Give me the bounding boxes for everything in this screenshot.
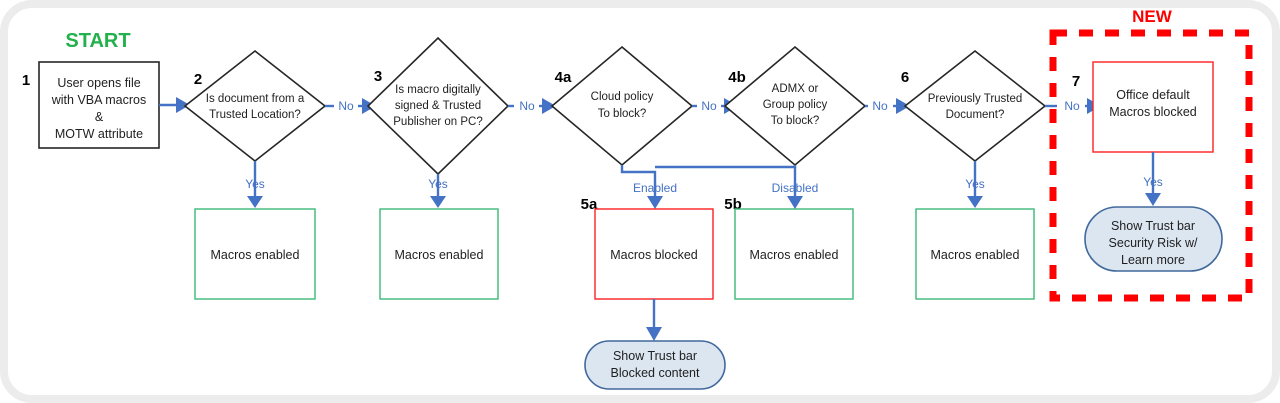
result-box-5a-label: Macros blocked xyxy=(610,248,698,262)
node-4a-line1: Cloud policy xyxy=(591,91,654,103)
edge-label-yes-7: Yes xyxy=(1143,175,1163,189)
node-4b-line2: Group policy xyxy=(763,99,828,111)
oval-blocked-rect xyxy=(584,340,726,390)
result-box-5b[interactable]: Macros enabled xyxy=(734,208,854,300)
node-4b-line3: To block? xyxy=(771,115,820,127)
node-3-line3: Publisher on PC? xyxy=(393,116,483,128)
step-number-4b: 4b xyxy=(728,69,746,86)
connector-4b-no-to-6: No xyxy=(865,98,910,114)
edge-label-no-2: No xyxy=(338,99,354,113)
connector-4a-enabled: Enabled xyxy=(620,165,677,209)
node-4b-decision[interactable]: ADMX or Group policy To block? xyxy=(723,45,867,167)
edge-label-disabled-4b: Disabled xyxy=(772,181,819,195)
node-3-decision[interactable]: Is macro digitally signed & Trusted Publ… xyxy=(366,36,510,176)
oval-blocked-line1: Show Trust bar xyxy=(613,349,697,363)
connector-1-to-2 xyxy=(159,97,190,113)
step-number-5a: 5a xyxy=(581,196,598,213)
oval-security-line2: Security Risk w/ xyxy=(1109,236,1198,250)
connector-3-yes: Yes xyxy=(428,174,448,208)
node-6-diamond xyxy=(903,49,1047,163)
connector-6-yes: Yes xyxy=(965,161,985,208)
result-box-6-rect xyxy=(915,208,1035,300)
edge-label-yes-2: Yes xyxy=(245,177,265,191)
node-3-line1: Is macro digitally xyxy=(395,84,481,96)
node-6-line1: Previously Trusted xyxy=(928,93,1023,105)
connector-5a-to-oval xyxy=(646,299,662,341)
step-number-2: 2 xyxy=(194,71,202,88)
oval-blocked-content[interactable]: Show Trust bar Blocked content xyxy=(584,340,726,390)
node-4a-diamond xyxy=(550,45,694,167)
node-4a-decision[interactable]: Cloud policy To block? xyxy=(550,45,694,167)
result-box-2[interactable]: Macros enabled xyxy=(194,208,316,300)
result-box-3-label: Macros enabled xyxy=(395,248,484,262)
edge-label-yes-6: Yes xyxy=(965,177,985,191)
edge-label-no-6: No xyxy=(1064,99,1080,113)
node-1-start-box[interactable]: User opens file with VBA macros & MOTW a… xyxy=(38,61,160,149)
result-box-5b-label: Macros enabled xyxy=(750,248,839,262)
result-box-5a[interactable]: Macros blocked xyxy=(594,208,714,300)
oval-security-line3: Learn more xyxy=(1121,253,1185,267)
step-number-1: 1 xyxy=(22,72,30,89)
node-3-line2: signed & Trusted xyxy=(395,100,481,112)
node-1-line4: MOTW attribute xyxy=(55,127,143,141)
connector-4b-disabled: Disabled xyxy=(655,165,818,209)
oval-blocked-line2: Blocked content xyxy=(611,366,700,380)
oval-security-line1: Show Trust bar xyxy=(1111,219,1195,233)
result-box-6[interactable]: Macros enabled xyxy=(915,208,1035,300)
result-box-2-label: Macros enabled xyxy=(211,248,300,262)
edge-label-yes-3: Yes xyxy=(428,177,448,191)
connector-2-yes: Yes xyxy=(245,161,265,208)
step-number-6: 6 xyxy=(901,69,909,86)
edge-label-enabled-4a: Enabled xyxy=(633,181,677,195)
node-2-line2: Trusted Location? xyxy=(209,109,301,121)
oval-security-rect xyxy=(1084,206,1223,272)
result-box-5a-rect xyxy=(594,208,714,300)
result-box-3[interactable]: Macros enabled xyxy=(379,208,499,300)
result-box-6-label: Macros enabled xyxy=(931,248,1020,262)
edge-label-no-4b: No xyxy=(872,99,888,113)
edge-label-no-3: No xyxy=(519,99,535,113)
node-1-line2: with VBA macros xyxy=(51,93,146,107)
step-number-3: 3 xyxy=(374,68,382,85)
node-6-decision[interactable]: Previously Trusted Document? xyxy=(903,49,1047,163)
node-1-line1: User opens file xyxy=(57,76,140,90)
result-box-5b-rect xyxy=(734,208,854,300)
start-label: START xyxy=(65,30,130,52)
result-box-2-rect xyxy=(194,208,316,300)
node-2-line1: Is document from a xyxy=(206,93,305,105)
node-4a-line2: To block? xyxy=(598,108,647,120)
node-7-line1: Office default xyxy=(1116,88,1190,102)
connector-7-yes: Yes xyxy=(1143,152,1163,206)
new-region-highlight xyxy=(1049,29,1253,302)
step-number-7: 7 xyxy=(1072,73,1080,90)
node-1-line3: & xyxy=(95,110,104,124)
node-4b-line1: ADMX or xyxy=(772,83,819,95)
node-2-decision[interactable]: Is document from a Trusted Location? xyxy=(183,49,327,163)
connector-3-no-to-4a: No xyxy=(508,98,556,114)
oval-security-risk[interactable]: Show Trust bar Security Risk w/ Learn mo… xyxy=(1084,206,1223,272)
result-box-3-rect xyxy=(379,208,499,300)
node-1-rect xyxy=(38,61,160,149)
node-7-line2: Macros blocked xyxy=(1109,105,1197,119)
node-2-diamond xyxy=(183,49,327,163)
node-7-office-default[interactable]: Office default Macros blocked xyxy=(1092,61,1214,153)
node-6-line2: Document? xyxy=(946,109,1005,121)
step-number-4a: 4a xyxy=(555,69,572,86)
new-label: NEW xyxy=(1132,7,1173,26)
edge-label-no-4a: No xyxy=(701,99,717,113)
